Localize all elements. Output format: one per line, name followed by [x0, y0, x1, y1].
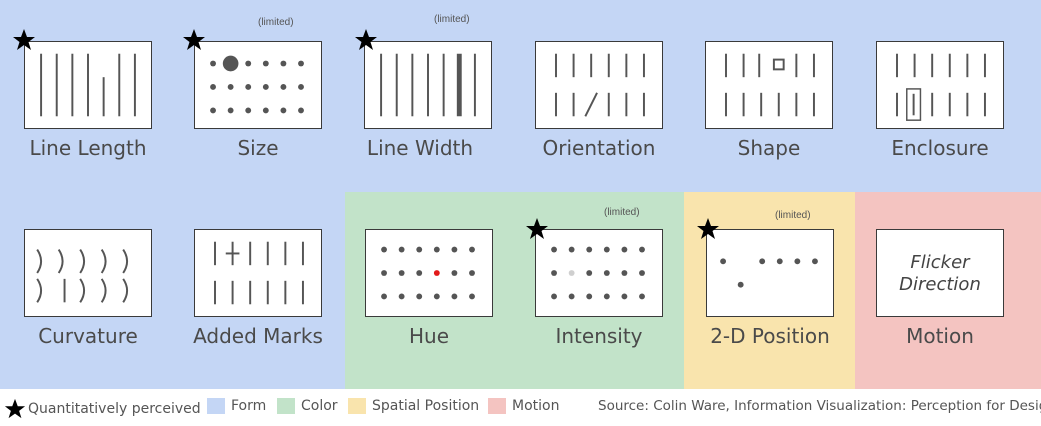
panel-label: Enclosure [891, 136, 989, 160]
legend-motion: Motion [488, 398, 559, 414]
panel-label: Line Length [29, 136, 147, 160]
star-icon [183, 29, 205, 50]
flicker-direction-text: Flicker Direction [899, 252, 981, 295]
hue-panel [365, 229, 493, 317]
limited-note: (limited) [604, 207, 640, 218]
orientation-panel [535, 41, 663, 129]
panel-label: Hue [408, 324, 450, 348]
legend-color: Color [277, 398, 338, 414]
limited-note: (limited) [258, 17, 294, 28]
star-icon [13, 29, 35, 50]
legend: Quantitatively perceived Form Color Spat… [0, 389, 1041, 426]
legend-quantitative: Quantitatively perceived [4, 398, 201, 420]
panel-label: Size [237, 136, 279, 160]
line-length-panel [24, 41, 152, 129]
legend-form: Form [207, 398, 266, 414]
color-swatch [277, 398, 295, 414]
panel-label: Shape [737, 136, 801, 160]
motion-panel: Flicker Direction [876, 229, 1004, 317]
star-icon [4, 398, 26, 419]
legend-spatial: Spatial Position [348, 398, 479, 414]
form-region [0, 0, 1041, 192]
intensity-panel [535, 229, 663, 317]
panel-label: Motion [906, 324, 974, 348]
spatial-swatch [348, 398, 366, 414]
shape-panel [705, 41, 833, 129]
limited-note: (limited) [434, 14, 470, 25]
form-swatch [207, 398, 225, 414]
curvature-panel [24, 229, 152, 317]
panel-label: Orientation [542, 136, 656, 160]
panel-label: 2-D Position [710, 324, 830, 348]
panel-label: Intensity [555, 324, 643, 348]
panel-label: Line Width [366, 136, 474, 160]
added-marks-panel [194, 229, 322, 317]
source-note: Source: Colin Ware, Information Visualiz… [598, 398, 1041, 414]
panel-label: Added Marks [193, 324, 323, 348]
2d-position-panel [706, 229, 834, 317]
star-icon [355, 29, 377, 50]
motion-swatch [488, 398, 506, 414]
limited-note: (limited) [775, 210, 811, 221]
star-icon [697, 218, 719, 239]
star-icon [526, 218, 548, 239]
line-width-panel [364, 41, 492, 129]
enclosure-panel [876, 41, 1004, 129]
size-panel [194, 41, 322, 129]
panel-label: Curvature [38, 324, 138, 348]
